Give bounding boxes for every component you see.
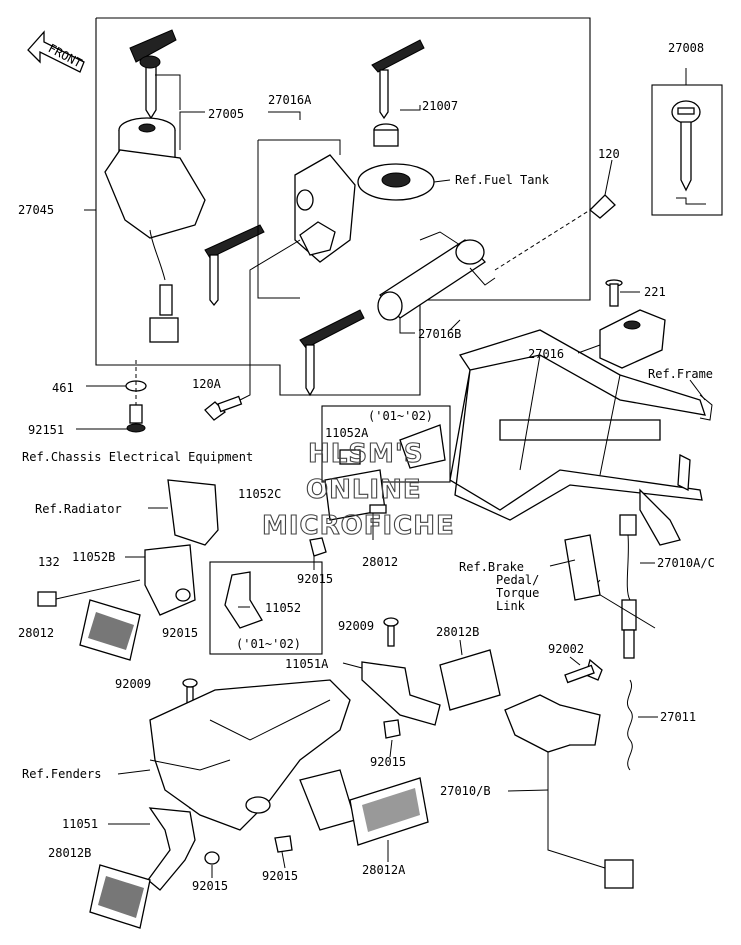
bolt-132 (37, 579, 141, 607)
nut-92015-e (274, 835, 293, 853)
label-11051: 11051 (62, 817, 98, 831)
bolt-120A (204, 239, 301, 421)
reflector-28012A (349, 777, 429, 846)
watermark: HLSM'S ONLINE MICROFICHE (261, 438, 455, 541)
watermark-line-3: MICROFICHE (262, 511, 455, 541)
fuel-cap-lock (357, 123, 435, 201)
label-ref-brake-2: Pedal/ (496, 573, 539, 587)
screw-221 (605, 279, 623, 307)
nut-92015-b (175, 588, 191, 602)
label-27016B: 27016B (418, 327, 461, 341)
label-92009-b: 92009 (115, 677, 151, 691)
label-92015-e: 92015 (262, 869, 298, 883)
label-27045: 27045 (18, 203, 54, 217)
label-28012B: 28012B (436, 625, 479, 639)
bolt-28012 (369, 504, 387, 514)
label-ref-brake-1: Ref.Brake (459, 560, 524, 574)
label-92002: 92002 (548, 642, 584, 656)
key-icon-27016A (204, 224, 265, 307)
label-11052: 11052 (265, 601, 301, 615)
nut-92015-d (204, 851, 220, 865)
leader-lines (76, 68, 706, 878)
nut-92015-a (309, 537, 327, 557)
key-icon-21007 (371, 39, 425, 120)
label-11052B: 11052B (72, 550, 115, 564)
label-27011: 27011 (660, 710, 696, 724)
label-27016A: 27016A (268, 93, 312, 107)
watermark-line-2: ONLINE (306, 475, 422, 505)
label-92015-b: 92015 (162, 626, 198, 640)
label-461: 461 (52, 381, 74, 395)
year-inset-box-1 (321, 405, 451, 483)
switch-27010B (504, 694, 634, 889)
bracket-11052 (224, 571, 263, 629)
reflector-28012 (79, 599, 141, 661)
bracket-11051 (147, 807, 196, 891)
bolt-92151 (126, 360, 146, 433)
key-icon-27005 (129, 29, 177, 120)
label-92015-d: 92015 (192, 879, 228, 893)
reflector-28012B (439, 649, 501, 711)
label-28012A: 28012A (362, 863, 406, 877)
seat-lock-cylinder-27016B (377, 231, 496, 321)
label-92151: 92151 (28, 423, 64, 437)
label-ref-chassis: Ref.Chassis Electrical Equipment (22, 450, 253, 464)
label-11051A: 11051A (285, 657, 329, 671)
label-132: 132 (38, 555, 60, 569)
label-221: 221 (644, 285, 666, 299)
label-92015-c: 92015 (370, 755, 406, 769)
brake-switch-27010AC (591, 514, 656, 659)
label-ref-fuel-tank: Ref.Fuel Tank (455, 173, 550, 187)
label-27016: 27016 (528, 347, 564, 361)
label-ref-brake-3: Torque (496, 586, 539, 600)
bolt-92002 (564, 658, 603, 684)
label-28012-left: 28012 (18, 626, 54, 640)
label-28012B-lower: 28012B (48, 846, 91, 860)
bracket-27016 (599, 309, 666, 369)
label-11052A: 11052A (325, 426, 369, 440)
ignition-set-frame (95, 17, 591, 396)
label-27008: 27008 (668, 41, 704, 55)
brake-bracket (564, 534, 601, 601)
rear-fender (149, 679, 356, 831)
nut-92015-c (383, 719, 401, 739)
label-11052C: 11052C (238, 487, 281, 501)
ignition-switch (104, 117, 206, 343)
spring-27011 (626, 679, 633, 771)
bolt-120 (494, 194, 616, 271)
label-ref-radiator: Ref.Radiator (35, 502, 122, 516)
label-27010B: 27010/B (440, 784, 491, 798)
radiator-bracket (144, 479, 219, 616)
label-27005: 27005 (208, 107, 244, 121)
label-ref-brake-4: Link (496, 599, 526, 613)
part-labels: 27005 27016A 21007 27008 27045 120 Ref.F… (18, 41, 715, 893)
bolt-92009-a (383, 617, 399, 647)
label-ref-frame: Ref.Frame (648, 367, 713, 381)
key-icon-27016B (299, 309, 365, 397)
bracket-11052A (399, 424, 446, 469)
watermark-line-1: HLSM'S (308, 439, 424, 469)
label-21007: 21007 (422, 99, 458, 113)
label-year-1: ('01~'02) (368, 409, 433, 423)
label-92009-a: 92009 (338, 619, 374, 633)
key-blank-icon (671, 100, 706, 205)
year-inset-box-2 (209, 561, 323, 655)
label-92015-a: 92015 (297, 572, 333, 586)
front-arrow-icon: FRONT (27, 30, 85, 73)
label-27010AC: 27010A/C (657, 556, 715, 570)
front-label: FRONT (46, 41, 84, 70)
motorcycle-frame (449, 329, 713, 546)
key-blank-box (651, 84, 723, 216)
label-year-2: ('01~'02) (236, 637, 301, 651)
label-120: 120 (598, 147, 620, 161)
bracket-11051A (361, 661, 441, 726)
label-ref-fenders: Ref.Fenders (22, 767, 101, 781)
reflector-28012B-lower (89, 864, 151, 929)
label-28012-top: 28012 (362, 555, 398, 569)
seat-lock (294, 154, 356, 263)
label-120A: 120A (192, 377, 222, 391)
